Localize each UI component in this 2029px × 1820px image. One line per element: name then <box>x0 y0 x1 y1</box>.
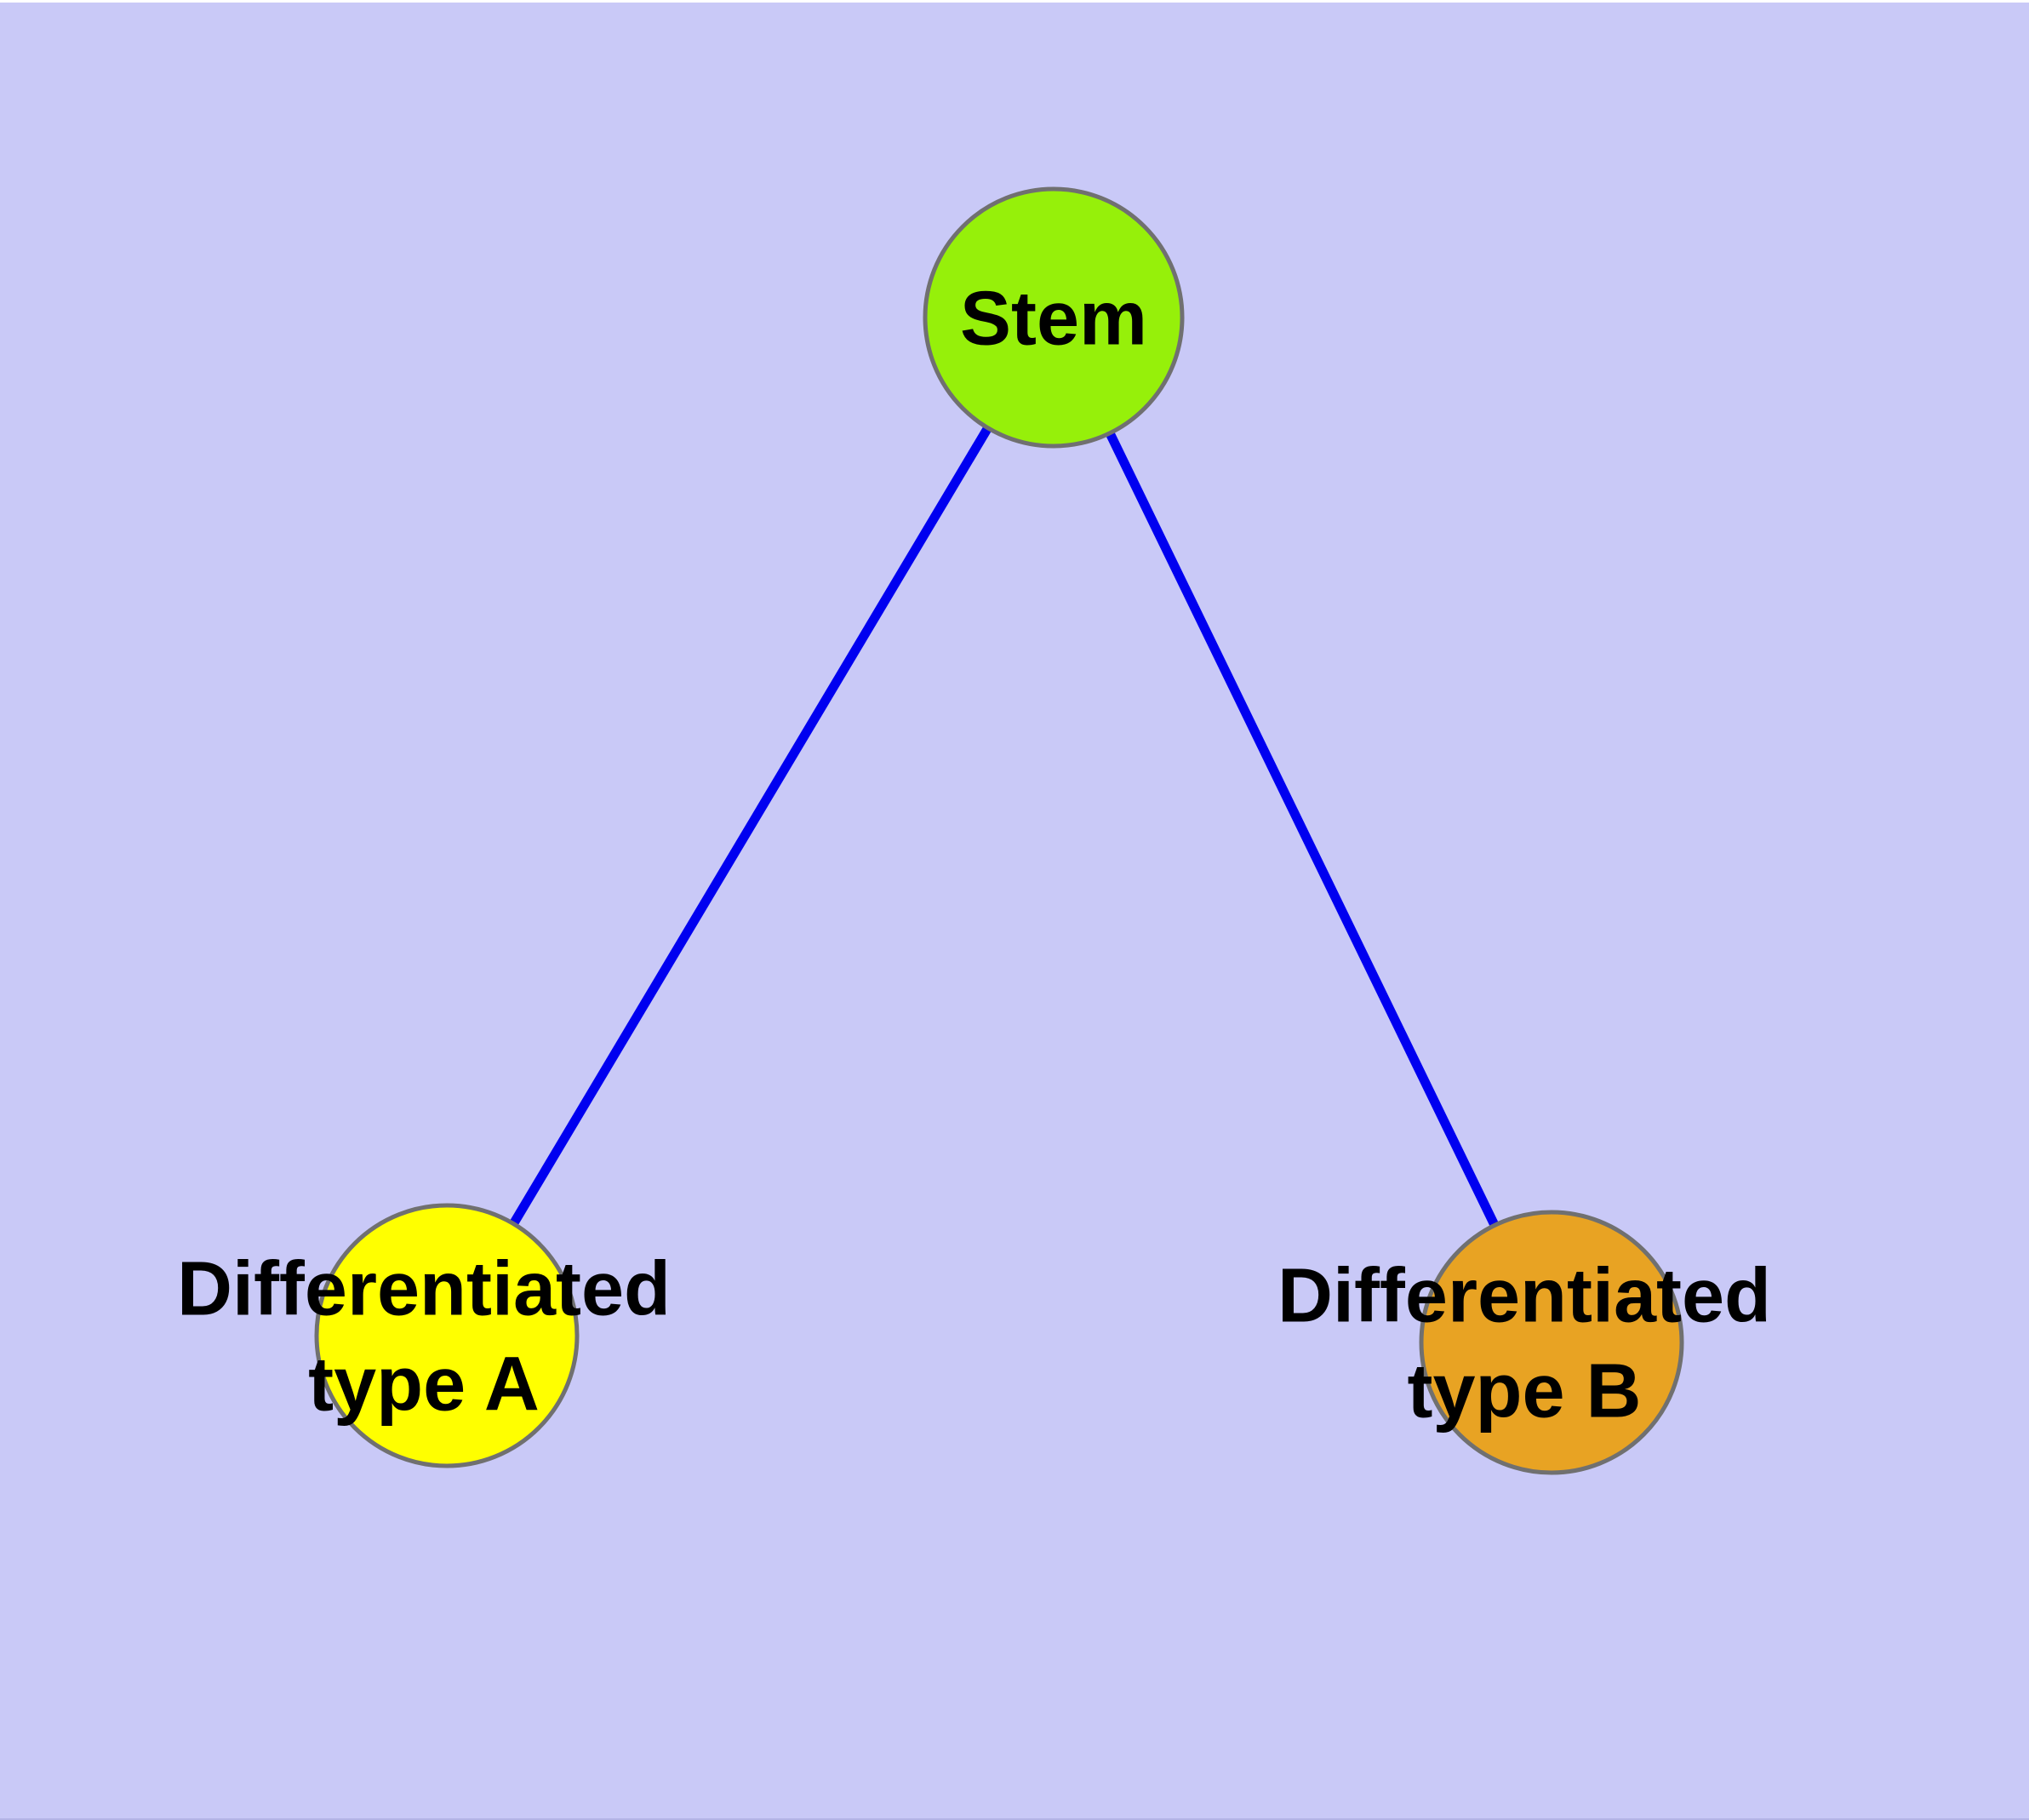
edge-stem-to-differentiated-type-b <box>1049 315 1556 1345</box>
top-margin-strip <box>0 0 2029 3</box>
node-differentiated-type-b <box>1419 1210 1684 1475</box>
node-label-stem: Stem <box>960 277 1147 362</box>
edge-stem-to-differentiated-type-a <box>443 315 1058 1338</box>
edges-layer <box>443 315 1556 1345</box>
node-differentiated-type-a <box>314 1203 580 1468</box>
bottom-edge-line <box>0 1818 2029 1820</box>
node-stem <box>923 186 1185 449</box>
nodes-layer <box>314 186 1684 1475</box>
